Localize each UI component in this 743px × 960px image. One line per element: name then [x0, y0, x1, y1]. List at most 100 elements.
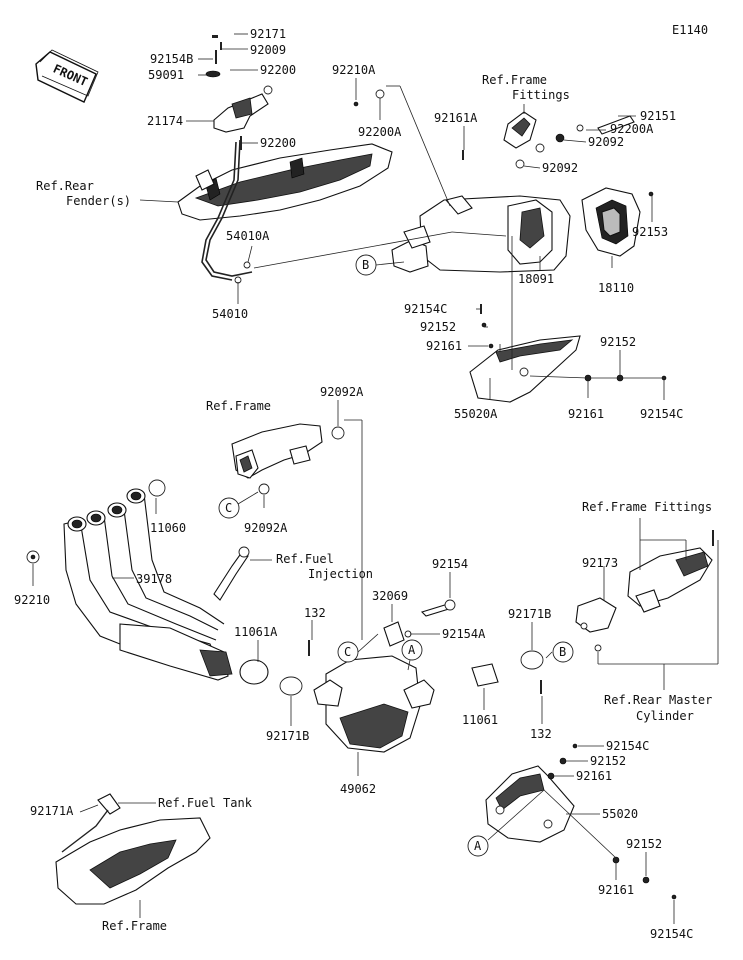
- label-11061A: 11061A: [234, 625, 278, 639]
- label-ref-rear-fender-1: Ref.Rear: [36, 179, 94, 193]
- label-92092-a: 92092: [588, 135, 624, 149]
- label-59091: 59091: [148, 68, 184, 82]
- header-flanges: [67, 488, 146, 532]
- label-92152-mid2: 92152: [600, 335, 636, 349]
- label-92161A: 92161A: [434, 111, 478, 125]
- diagram-id: E1140: [672, 23, 708, 37]
- heat-cover-55020A: [469, 335, 581, 403]
- label-92210: 92210: [14, 593, 50, 607]
- callout-a-collector: A: [401, 639, 423, 661]
- callout-a-bottom: A: [467, 835, 489, 857]
- label-92161-bot2: 92161: [598, 883, 634, 897]
- label-92152-bot: 92152: [590, 754, 626, 768]
- bracket-frame-fittings-top: [503, 111, 635, 169]
- label-49062: 49062: [340, 782, 376, 796]
- label-92161-bot: 92161: [576, 769, 612, 783]
- label-ref-frame-fittings-top-2: Fittings: [512, 88, 570, 102]
- bracket-32069: [383, 621, 412, 647]
- label-132-right: 132: [530, 727, 552, 741]
- label-ref-rear-fender-2: Fender(s): [66, 194, 131, 208]
- label-ref-frame-fittings-top-1: Ref.Frame: [482, 73, 547, 87]
- leader-lines: [32, 33, 719, 924]
- label-92152-mid: 92152: [420, 320, 456, 334]
- label-ref-frame-fittings-right: Ref.Frame Fittings: [582, 500, 712, 514]
- svg-text:C: C: [344, 645, 351, 659]
- label-92151: 92151: [640, 109, 676, 123]
- bolt-small-set: [212, 35, 242, 150]
- label-ref-fuel-tank: Ref.Fuel Tank: [158, 796, 253, 810]
- label-11061: 11061: [462, 713, 498, 727]
- label-21174: 21174: [147, 114, 183, 128]
- gasket-11061: [471, 663, 499, 687]
- label-55020A: 55020A: [454, 407, 498, 421]
- label-92161-mid2: 92161: [568, 407, 604, 421]
- label-92009: 92009: [250, 43, 286, 57]
- muffler-cap-18110: [581, 187, 641, 257]
- label-92200A-right: 92200A: [610, 122, 654, 136]
- label-92200-b: 92200: [260, 136, 296, 150]
- o2-sensor: [213, 546, 250, 601]
- label-92153: 92153: [632, 225, 668, 239]
- callout-b-top: B: [355, 254, 377, 276]
- label-92154: 92154: [432, 557, 468, 571]
- label-92154C-bot: 92154C: [606, 739, 649, 753]
- label-92092A-bot: 92092A: [244, 521, 288, 535]
- svg-text:B: B: [362, 258, 369, 272]
- callout-b-right: B: [552, 641, 574, 663]
- frame-bottom: [55, 793, 211, 905]
- label-92154C-mid2: 92154C: [640, 407, 683, 421]
- gasket-11060: [148, 479, 166, 497]
- svg-text:B: B: [559, 645, 566, 659]
- label-18091: 18091: [518, 272, 554, 286]
- label-92171: 92171: [250, 27, 286, 41]
- callout-c-mid: C: [218, 497, 240, 519]
- label-54010A: 54010A: [226, 229, 270, 243]
- svg-text:A: A: [408, 643, 416, 657]
- label-92154C-bot2: 92154C: [650, 927, 693, 941]
- label-54010: 54010: [212, 307, 248, 321]
- label-92171A: 92171A: [30, 804, 74, 818]
- label-92200A-top: 92200A: [358, 125, 402, 139]
- label-ref-rear-master-1: Ref.Rear Master: [604, 693, 712, 707]
- svg-text:A: A: [474, 839, 482, 853]
- part-labels: 92171 92009 92154B 59091 92200 21174 922…: [14, 27, 712, 941]
- bolt-92154: [420, 599, 456, 617]
- callout-c-collector: C: [337, 641, 359, 663]
- heat-cover-55020: [485, 743, 677, 900]
- rear-master-bracket: [575, 530, 714, 652]
- label-92154B: 92154B: [150, 52, 193, 66]
- label-92171B-left: 92171B: [266, 729, 309, 743]
- grommet-59091: [205, 70, 221, 78]
- label-92171B-right: 92171B: [508, 607, 551, 621]
- nut-92210: [26, 550, 40, 564]
- label-ref-frame-mid: Ref.Frame: [206, 399, 271, 413]
- label-92200-a: 92200: [260, 63, 296, 77]
- label-ref-fuel-injection-1: Ref.Fuel: [276, 552, 334, 566]
- cable-54010: [201, 139, 253, 284]
- front-arrow-icon: [35, 49, 99, 103]
- label-11060: 11060: [150, 521, 186, 535]
- svg-text:C: C: [225, 501, 232, 515]
- label-92152-bot2: 92152: [626, 837, 662, 851]
- label-32069: 32069: [372, 589, 408, 603]
- clamp-92171B: [279, 640, 544, 696]
- label-ref-fuel-injection-2: Injection: [308, 567, 373, 581]
- label-92092A-top: 92092A: [320, 385, 364, 399]
- label-92173: 92173: [582, 556, 618, 570]
- label-92161-mid: 92161: [426, 339, 462, 353]
- bracket-21174: [213, 85, 273, 133]
- collector-49062: [239, 655, 435, 753]
- label-18110: 18110: [598, 281, 634, 295]
- rear-fender-assembly: [177, 143, 393, 221]
- label-92154A: 92154A: [442, 627, 486, 641]
- label-ref-frame-bottom: Ref.Frame: [102, 919, 167, 933]
- frame-bracket-mid: [231, 423, 345, 495]
- label-92092-b: 92092: [542, 161, 578, 175]
- label-ref-rear-master-2: Cylinder: [636, 709, 694, 723]
- label-92154C-mid: 92154C: [404, 302, 447, 316]
- muffler-18091: [391, 195, 571, 273]
- label-132-left: 132: [304, 606, 326, 620]
- label-55020: 55020: [602, 807, 638, 821]
